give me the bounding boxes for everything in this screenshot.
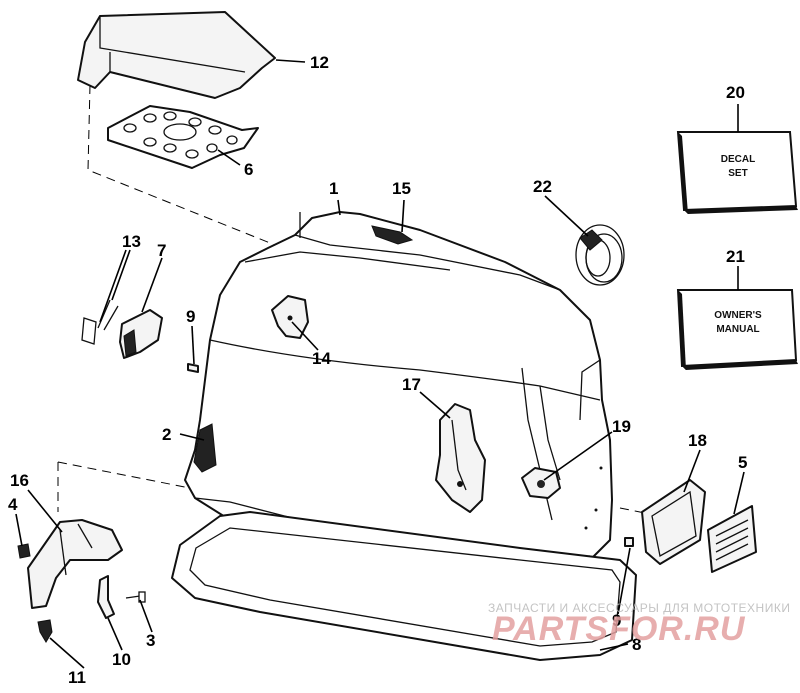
- part-12-cover-cap: [77, 11, 276, 99]
- part-17-side-decal: [435, 403, 486, 513]
- callout-numbers: 12 6 1 15 22 20 21 13 7 9 14 17 2 19 18 …: [8, 53, 747, 687]
- callout-18: 18: [688, 431, 707, 450]
- part-9-screw-left: [187, 363, 199, 373]
- callout-3: 3: [146, 631, 155, 650]
- callout-5: 5: [738, 453, 747, 472]
- part-15-latch: [371, 225, 414, 245]
- part-21-manual-box: OWNER'S MANUAL: [676, 289, 798, 370]
- callout-2: 2: [162, 425, 171, 444]
- leader-lines: [15, 59, 745, 669]
- callout-20: 20: [726, 83, 745, 102]
- part-20-decal-box: DECAL SET: [676, 131, 798, 214]
- part-6-gasket: [107, 105, 259, 169]
- part-22-cable: [575, 224, 625, 286]
- part-13-clips: [81, 299, 119, 345]
- manual-box-line1: OWNER'S: [714, 310, 762, 321]
- callout-10: 10: [112, 650, 131, 669]
- callout-4: 4: [8, 495, 18, 514]
- callout-22: 22: [533, 177, 552, 196]
- callout-9-right: 9: [612, 611, 621, 630]
- part-7-bracket: [119, 309, 163, 359]
- manual-box-line2: MANUAL: [716, 324, 759, 335]
- callout-13: 13: [122, 232, 141, 251]
- part-11-foot: [37, 619, 53, 643]
- decal-box-line2: SET: [728, 168, 747, 179]
- decal-box-line1: DECAL: [721, 154, 755, 165]
- part-10-strap: [97, 575, 115, 619]
- part-3-bolt: [125, 591, 146, 603]
- watermark-brand: PARTSFOR.RU: [492, 610, 746, 648]
- part-8-seal: [171, 511, 637, 661]
- callout-16: 16: [10, 471, 29, 490]
- part-4-clip: [17, 543, 31, 559]
- callout-17: 17: [402, 375, 421, 394]
- part-14-emblem: [271, 295, 309, 339]
- callout-9-left: 9: [186, 307, 195, 326]
- callout-15: 15: [392, 179, 411, 198]
- part-5-vent: [707, 505, 757, 573]
- callout-14: 14: [312, 349, 331, 368]
- callout-11: 11: [68, 668, 86, 687]
- callout-21: 21: [726, 247, 745, 266]
- part-2-pad: [193, 423, 217, 473]
- callout-1: 1: [329, 179, 338, 198]
- callout-19: 19: [612, 417, 631, 436]
- watermark-subtitle: ЗАПЧАСТИ И АКСЕССУАРЫ ДЛЯ МОТОТЕХНИКИ: [488, 601, 790, 615]
- callout-12: 12: [310, 53, 329, 72]
- part-9-screw-right: [624, 537, 634, 547]
- part-18-plate: [641, 479, 706, 565]
- watermark: ЗАПЧАСТИ И АКСЕССУАРЫ ДЛЯ МОТОТЕХНИКИ PA…: [488, 601, 790, 648]
- part-16-mount-bracket: [27, 519, 123, 609]
- callout-6: 6: [244, 160, 253, 179]
- callout-8: 8: [632, 635, 641, 654]
- callout-7: 7: [157, 241, 166, 260]
